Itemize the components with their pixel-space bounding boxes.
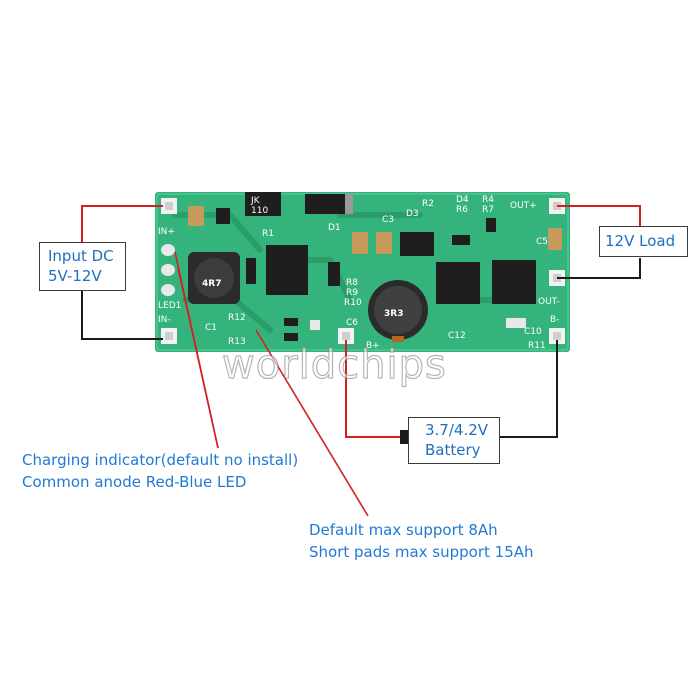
charging-indicator-annotation: Charging indicator(default no install) C… [22, 449, 298, 493]
inductor-3r3 [368, 280, 428, 342]
inductor-4r7 [188, 252, 240, 304]
silk-r10: R10 [344, 298, 362, 308]
charging-line1: Charging indicator(default no install) [22, 451, 299, 469]
watermark: worldchips [221, 341, 447, 388]
silk-c1: C1 [205, 323, 217, 333]
silk-c12: C12 [448, 331, 466, 341]
led-holes [161, 244, 175, 296]
diode-d3 [400, 232, 434, 256]
ic-chips [245, 192, 536, 304]
silk-r7: R7 [482, 205, 494, 215]
silk-r6: R6 [456, 205, 468, 215]
silk-r11: R11 [528, 341, 546, 351]
silk-r9: R9 [346, 288, 358, 298]
wire-battery-positive [345, 340, 404, 438]
silk-r13: R13 [228, 337, 246, 347]
battery-label: 3.7/4.2V Battery [408, 417, 500, 464]
pcb-board: IN+ IN- OUT+ OUT- B+ B- LED1 JK 110 4R7 … [155, 192, 570, 352]
silk-inductor-3r3: 3R3 [384, 309, 403, 319]
silk-r1: R1 [262, 229, 274, 239]
silk-in-minus: IN- [158, 315, 171, 325]
silk-inductor-4r7: 4R7 [202, 279, 221, 289]
ic-left [266, 245, 308, 295]
silk-r2: R2 [422, 199, 434, 209]
pointer-pads [255, 329, 369, 517]
wire-input-positive [81, 205, 163, 242]
wires [81, 205, 641, 444]
pointer-lines [174, 251, 369, 517]
input-dc-line2: 5V-12V [48, 267, 102, 285]
silk-out-minus: OUT- [538, 297, 560, 307]
ic-middle [436, 262, 480, 304]
diode-top [305, 194, 353, 214]
silk-c6: C6 [346, 318, 358, 328]
pads-line2: Short pads max support 15Ah [309, 543, 534, 561]
silk-d3: D3 [406, 209, 419, 219]
pointer-charging-2 [177, 267, 219, 449]
silk-out-plus: OUT+ [510, 201, 537, 211]
battery-line1: 3.7/4.2V [425, 421, 489, 439]
load-text: 12V Load [605, 232, 676, 250]
silkscreen: IN+ IN- OUT+ OUT- B+ B- LED1 JK 110 4R7 … [158, 195, 560, 351]
silk-in-plus: IN+ [158, 227, 175, 237]
silk-d4: D4 [456, 195, 469, 205]
input-dc-label: Input DC 5V-12V [39, 242, 126, 291]
battery-terminal-nub [400, 430, 408, 444]
silk-r4: R4 [482, 195, 494, 205]
pads-annotation: Default max support 8Ah Short pads max s… [309, 519, 534, 563]
silk-b-minus: B- [550, 315, 559, 325]
silk-d1: D1 [328, 223, 341, 233]
input-dc-line1: Input DC [48, 247, 114, 265]
silk-b-plus: B+ [366, 341, 380, 351]
wire-load-positive [557, 205, 641, 226]
silk-c3: C3 [382, 215, 394, 225]
charging-line2: Common anode Red-Blue LED [22, 473, 247, 491]
pcb-substrate [155, 192, 570, 352]
silk-jk-code: 110 [251, 206, 268, 216]
silk-jk: JK [250, 196, 261, 206]
silk-led1: LED1 [158, 301, 181, 311]
wire-input-negative [81, 290, 163, 340]
battery-line2: Battery [425, 441, 481, 459]
silk-r8: R8 [346, 278, 358, 288]
silk-c10: C10 [524, 327, 542, 337]
jk-chip [245, 192, 281, 216]
load-label: 12V Load [599, 226, 688, 257]
smd-components [188, 206, 562, 341]
wire-battery-negative [500, 340, 558, 438]
wire-load-negative [557, 258, 641, 279]
pads-line1: Default max support 8Ah [309, 521, 498, 539]
silk-r12: R12 [228, 313, 246, 323]
silk-c5: C5 [536, 237, 548, 247]
ic-right [492, 260, 536, 304]
